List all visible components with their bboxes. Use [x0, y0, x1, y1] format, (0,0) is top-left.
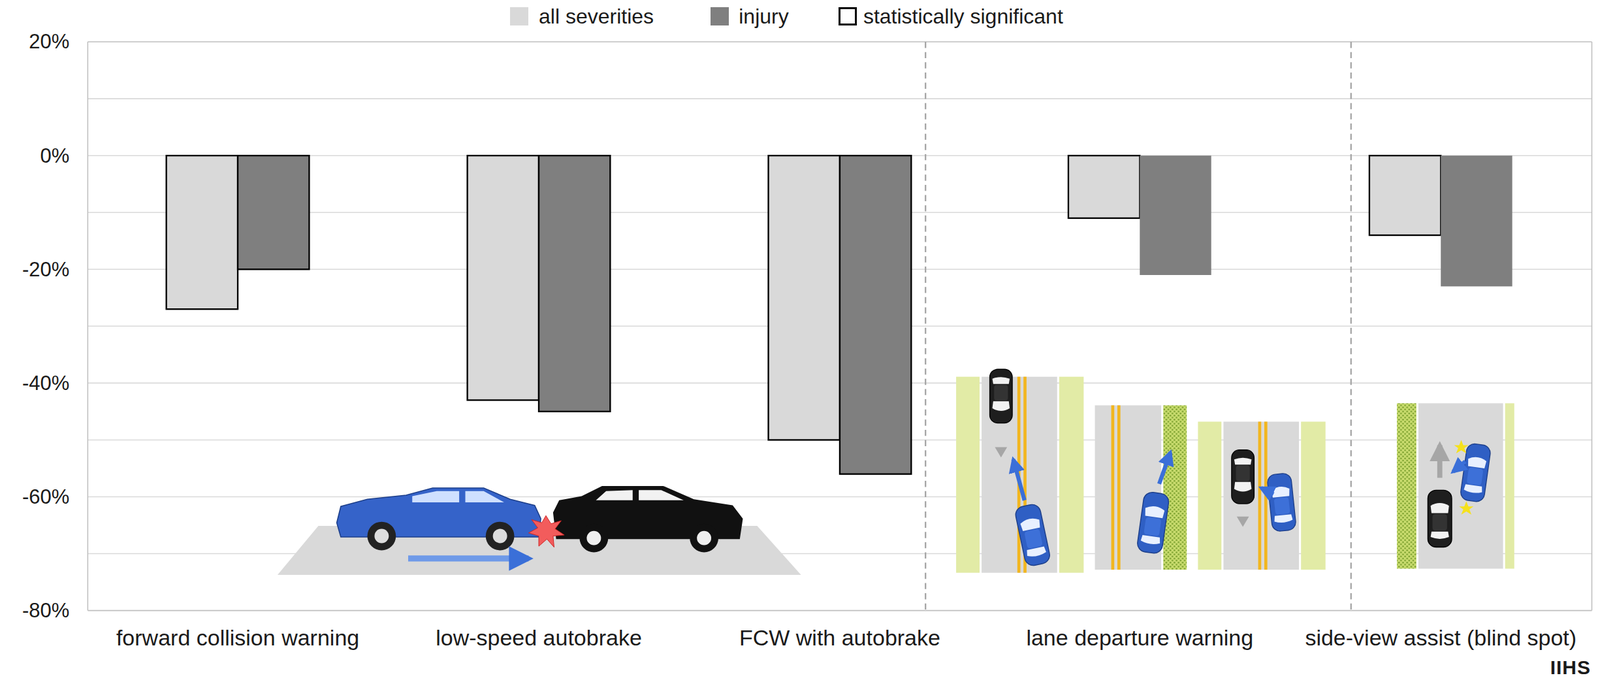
- category-label: lane departure warning: [1025, 624, 1254, 652]
- grid-line: [87, 609, 1592, 612]
- legend-swatch: [838, 7, 857, 26]
- legend-swatch: [710, 7, 729, 26]
- axis-tick-label: -60%: [22, 484, 70, 509]
- category-label: FCW with autobrake: [739, 624, 941, 652]
- axis-tick-label: 20%: [28, 29, 70, 54]
- bar: [1440, 155, 1512, 287]
- logo-text: IIHS: [1550, 655, 1591, 680]
- lane-departure-illustration: [956, 368, 1326, 573]
- legend-label: all severities: [538, 3, 654, 29]
- grid-line: [87, 41, 1592, 43]
- blind-spot-illustration: [1396, 402, 1515, 569]
- bar: [839, 155, 912, 474]
- plot-border: [87, 41, 89, 611]
- axis-tick-label: 0%: [39, 143, 70, 168]
- bar: [237, 155, 309, 270]
- crash-illustration: [277, 485, 802, 575]
- category-label: forward collision warning: [116, 624, 360, 652]
- axis-tick-label: -40%: [22, 370, 70, 396]
- category-label: low-speed autobrake: [435, 624, 642, 652]
- legend-label: injury: [738, 3, 789, 29]
- bar: [1369, 155, 1441, 236]
- bar: [166, 155, 238, 309]
- bar: [467, 155, 539, 400]
- grid-line: [87, 97, 1592, 100]
- bar: [1139, 155, 1211, 275]
- plot-border: [1591, 41, 1593, 611]
- grid-lines: [87, 41, 1592, 611]
- section-dividers: [925, 41, 1352, 611]
- axis-tick-label: -20%: [22, 257, 70, 282]
- legend-label: statistically significant: [863, 3, 1064, 29]
- bar: [538, 155, 610, 412]
- axis-tick-label: -80%: [22, 598, 70, 623]
- grid-line: [87, 496, 1592, 498]
- bar: [1068, 155, 1140, 219]
- legend-swatch: [510, 7, 529, 26]
- bar: [768, 155, 840, 440]
- category-label: side-view assist (blind spot): [1304, 624, 1577, 652]
